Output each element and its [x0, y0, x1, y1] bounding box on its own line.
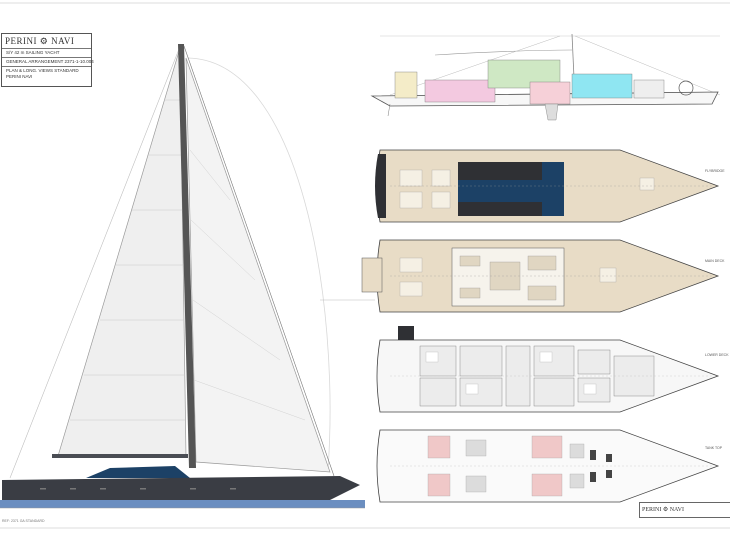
boom: [52, 454, 188, 458]
backstay: [9, 43, 182, 479]
tanks-grey: [465, 439, 585, 493]
tank-top-label: TANK TOP: [705, 446, 723, 450]
deckhouse: [86, 466, 190, 478]
guest-cabins-pink: [424, 79, 496, 103]
mainsail-battens: [70, 99, 185, 421]
title-line-1: S/Y 42 m SAILING YACHT: [6, 50, 60, 55]
revision-block: PERINI ⚙ NAVI: [639, 502, 730, 518]
tank-top-plan: [376, 429, 720, 503]
deck-hatches: [399, 169, 655, 209]
brand-logo-small: PERINI ⚙ NAVI: [642, 507, 684, 513]
title-row-divider: [2, 57, 91, 58]
genoa: [185, 57, 331, 473]
rudder: [387, 103, 391, 117]
flybridge-blue-panel: [458, 180, 564, 202]
title-line-3: PLAN & LONG. VIEWS STANDARD: [6, 68, 79, 73]
title-row-divider: [2, 66, 91, 67]
title-line-2: GENERAL ARRANGEMENT 2371-1-10.004: [6, 59, 94, 64]
footer-reference: REF: 2371 GA STANDARD: [2, 519, 45, 523]
tanks-pink: [427, 435, 563, 497]
lower-deck-label: LOWER DECK: [705, 353, 729, 357]
genoa-seams: [189, 149, 306, 421]
main-deck-plan: [361, 239, 720, 313]
machinery-blocks: [590, 450, 612, 482]
crew-area-cyan: [571, 73, 633, 99]
hull-profile: [2, 476, 360, 500]
anchor-winch: [678, 80, 694, 96]
tender-garage: [398, 326, 414, 340]
flybridge-plan: [375, 149, 720, 223]
title-block: PERINI ⚙ NAVI S/Y 42 m SAILING YACHT GEN…: [1, 33, 94, 87]
mainsail: [57, 47, 187, 457]
spinnaker-outline: [187, 57, 331, 471]
title-line-4: PERINI NAVI: [6, 74, 33, 79]
portholes: [40, 488, 236, 490]
inboard-profile: [370, 33, 721, 121]
lower-deck-plan: [376, 326, 720, 413]
mast: [178, 44, 196, 468]
swim-platform: [361, 257, 383, 293]
flybridge-label: FLYBRIDGE: [705, 169, 725, 173]
keel: [544, 103, 559, 121]
brand-logo: PERINI ⚙ NAVI: [5, 36, 75, 46]
sail-plan-profile: [0, 43, 365, 509]
main-deck-label: MAIN DECK: [705, 259, 725, 263]
title-row-divider: [2, 48, 91, 49]
forestay: [183, 45, 335, 477]
waterline-band: [0, 500, 365, 508]
